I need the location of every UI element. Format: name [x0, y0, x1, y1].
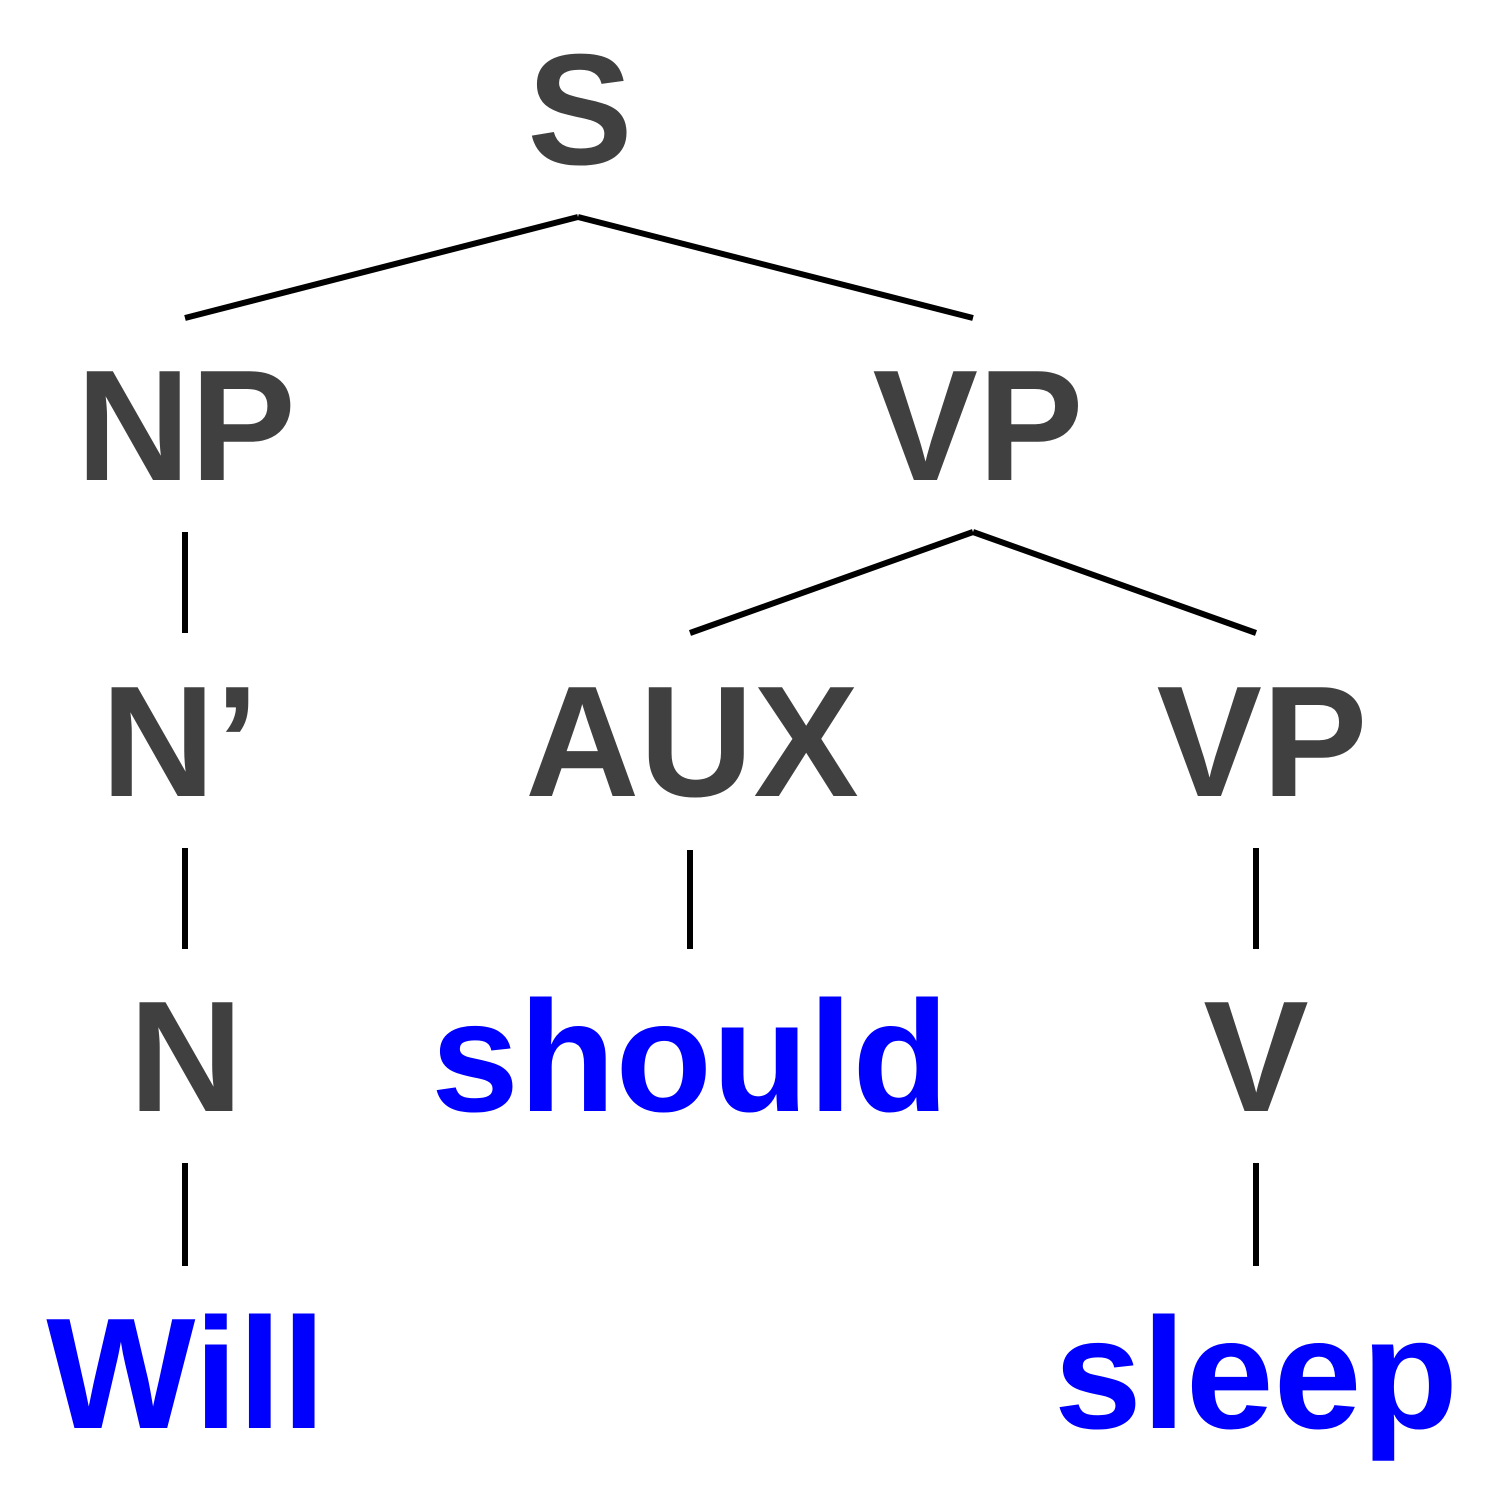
word-will: Will: [46, 1286, 325, 1462]
node-v: V: [1203, 969, 1308, 1145]
edge-vp-vp2: [971, 529, 1258, 636]
node-n: N: [129, 969, 243, 1145]
edge-vp-aux: [688, 529, 975, 636]
word-should: should: [431, 969, 949, 1145]
node-vp2: VP: [1157, 654, 1368, 830]
node-s: S: [527, 22, 632, 198]
node-aux: AUX: [525, 654, 859, 830]
node-np: NP: [76, 338, 296, 514]
edge-s-np: [184, 214, 579, 321]
word-sleep: sleep: [1054, 1286, 1458, 1462]
node-vp: VP: [873, 338, 1084, 514]
edge-s-vp: [577, 214, 974, 321]
node-n-bar: N’: [101, 654, 259, 830]
